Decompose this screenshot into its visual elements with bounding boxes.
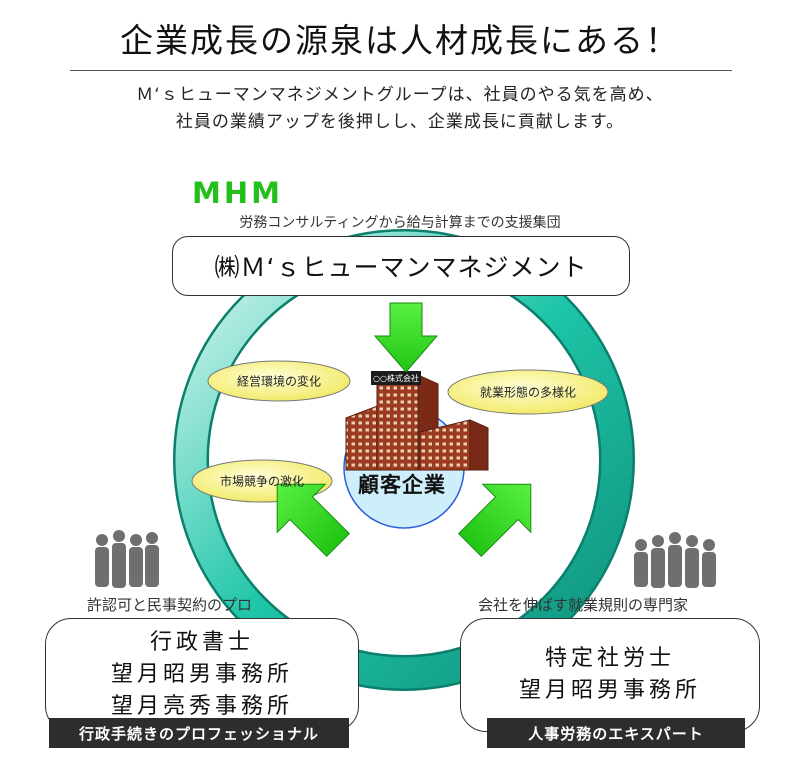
left-banner: 行政手続きのプロフェッショナル xyxy=(49,718,349,748)
title-divider xyxy=(70,70,732,71)
factor-label-work-style: 就業形態の多様化 xyxy=(479,385,577,400)
factor-label-competition: 市場競争の激化 xyxy=(219,474,305,489)
factor-ellipse-work-style xyxy=(447,369,609,415)
mhm-company-name: ㈱Ｍ‘ｓヒューマンマネジメント xyxy=(214,253,588,282)
building-icon xyxy=(345,371,489,471)
people-silhouette-left-icon xyxy=(95,530,159,588)
factor-label-management: 経営環境の変化 xyxy=(236,374,322,389)
page-subtitle: Ｍ‘ｓヒューマンマネジメントグループは、社員のやる気を高め、 社員の業績アップを… xyxy=(0,82,800,136)
subtitle-line-2: 社員の業績アップを後押しし、企業成長に貢献します。 xyxy=(175,112,625,132)
factor-ellipse-management xyxy=(207,360,351,402)
mhm-company-box: ㈱Ｍ‘ｓヒューマンマネジメント xyxy=(172,236,630,296)
mhm-logo: MHM xyxy=(192,176,283,210)
left-office-line-2: 望月昭男事務所 xyxy=(110,662,293,687)
mhm-caption: 労務コンサルティングから給与計算までの支援集団 xyxy=(239,215,561,231)
right-office-box: 特定社労士 望月昭男事務所 xyxy=(460,618,760,732)
page-title: 企業成長の源泉は人材成長にある！ xyxy=(120,21,680,60)
right-banner: 人事労務のエキスパート xyxy=(487,718,745,748)
arrow-down-from-mhm xyxy=(373,302,439,373)
building-sign: ○○株式会社 xyxy=(373,374,419,383)
right-office-line-1: 特定社労士 xyxy=(544,646,675,671)
customer-label: 顧客企業 xyxy=(358,473,446,497)
left-office-line-3: 望月亮秀事務所 xyxy=(110,694,293,719)
right-caption: 会社を伸ばす就業規則の専門家 xyxy=(478,596,689,614)
arrow-from-left xyxy=(276,483,351,558)
right-office-line-2: 望月昭男事務所 xyxy=(518,678,701,703)
left-office-line-1: 行政書士 xyxy=(149,630,254,655)
people-silhouette-right-icon xyxy=(634,532,716,588)
left-office-box: 行政書士 望月昭男事務所 望月亮秀事務所 xyxy=(45,618,359,732)
subtitle-line-1: Ｍ‘ｓヒューマンマネジメントグループは、社員のやる気を高め、 xyxy=(136,85,664,105)
left-caption: 許認可と民事契約のプロ xyxy=(87,596,253,614)
arrow-from-right xyxy=(457,483,532,558)
